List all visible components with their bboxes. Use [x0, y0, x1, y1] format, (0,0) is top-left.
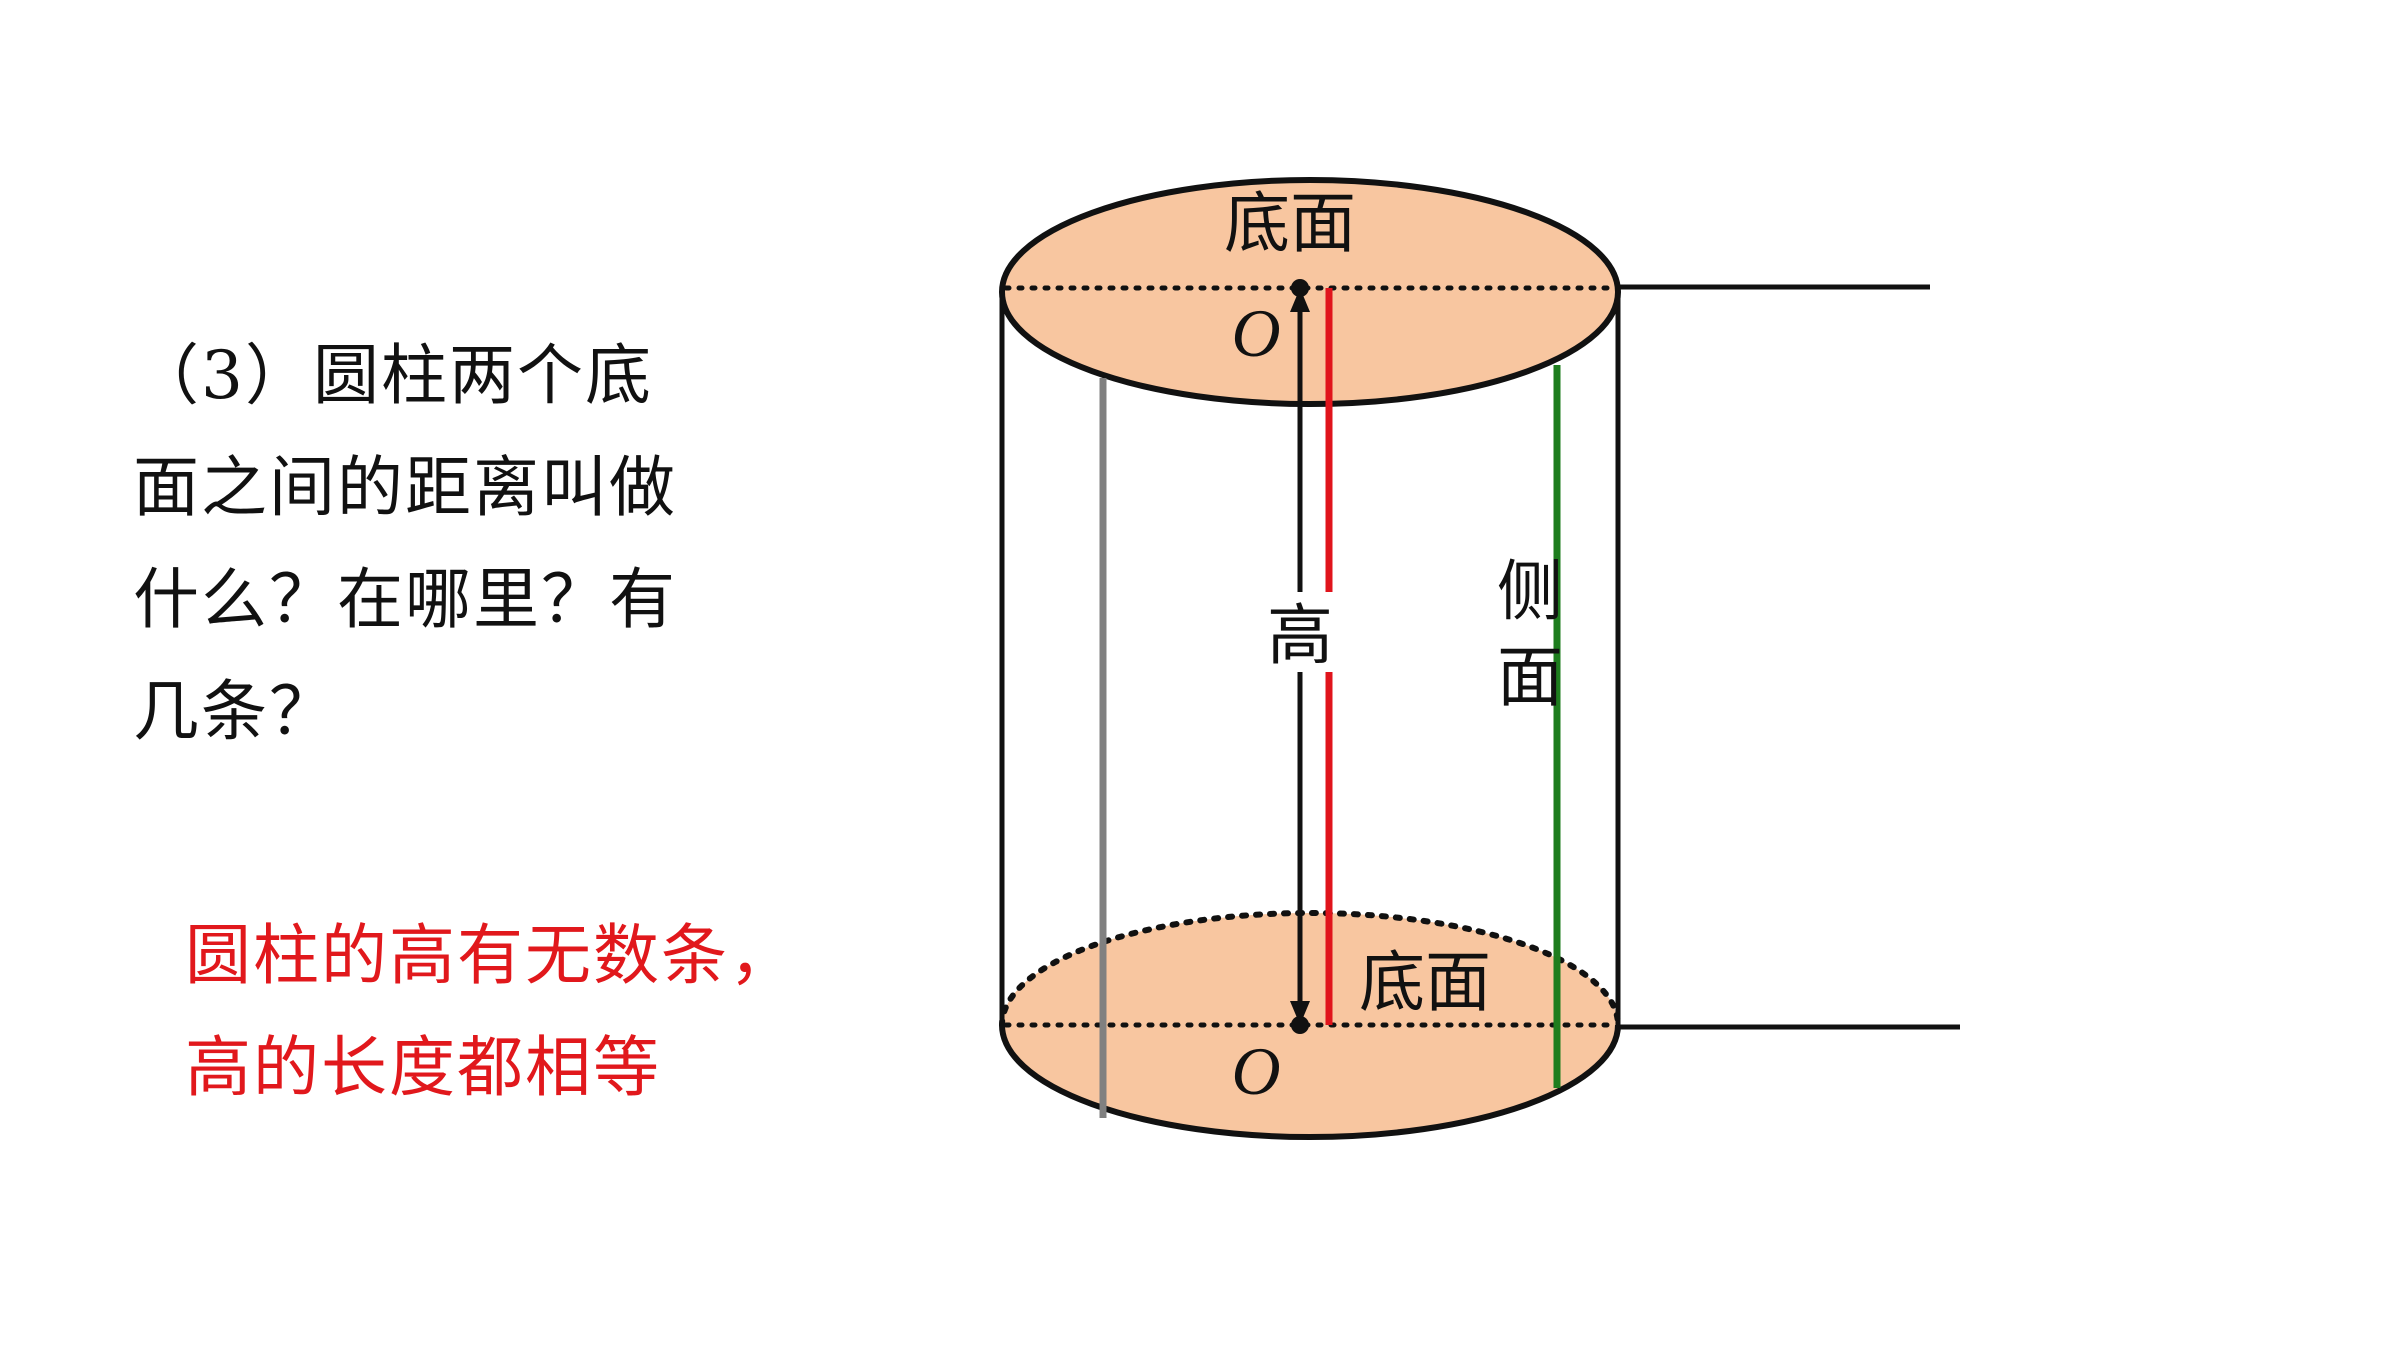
- side-label-2: 面: [1497, 639, 1563, 716]
- bottom-base-label: 底面: [1359, 944, 1491, 1021]
- height-label: 高: [1267, 597, 1333, 674]
- answer-text: 圆柱的高有无数条， 高的长度都相等: [185, 900, 797, 1124]
- question-line: 什么？在哪里？有: [133, 561, 677, 638]
- answer-line: 高的长度都相等: [185, 1029, 661, 1106]
- bottom-base-front-edge: [999, 1024, 1621, 1140]
- question-text: （3）圆柱两个底 面之间的距离叫做 什么？在哪里？有 几条？: [133, 320, 723, 768]
- answer-line: 圆柱的高有无数条，: [185, 917, 797, 994]
- bottom-center-label: O: [1231, 1033, 1280, 1109]
- top-center-point: [1291, 279, 1309, 297]
- height-label-bg: [1262, 592, 1342, 672]
- question-line: 面之间的距离叫做: [133, 449, 677, 526]
- arrow-head-up: [1290, 288, 1310, 312]
- top-base-label: 底面: [1224, 185, 1356, 262]
- top-center-label: O: [1231, 295, 1280, 371]
- question-line: 几条？: [133, 673, 337, 750]
- bottom-center-point: [1291, 1016, 1309, 1034]
- question-line: （3）圆柱两个底: [133, 337, 653, 414]
- bottom-base-back-edge: [999, 910, 1621, 1028]
- side-label-1: 侧: [1497, 553, 1563, 630]
- top-base: [999, 177, 1621, 407]
- arrow-head-down: [1290, 1001, 1310, 1025]
